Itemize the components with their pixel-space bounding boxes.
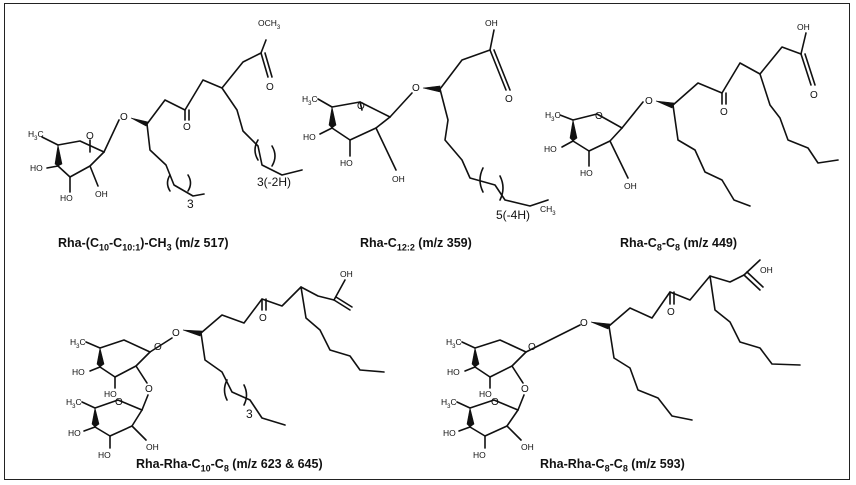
hydroxyl-label: OH [392, 174, 405, 184]
methyl-label: H3C [545, 110, 561, 123]
caption-structure-1: Rha-(C10-C10:1)-CH3 (m/z 517) [58, 236, 229, 253]
rhamnose-ring-4b [81, 394, 149, 449]
hydroxyl-label: HO [443, 428, 456, 438]
ring-oxygen: O [357, 101, 365, 112]
ring-oxygen: O [115, 397, 123, 408]
ring-oxygen: O [528, 342, 536, 353]
structure-2: H3C O HO HO OH O OH O 5(-4H) CH3 [302, 18, 556, 222]
hydroxyl-label: HO [30, 163, 43, 173]
ring-oxygen: O [86, 131, 94, 142]
glycosidic-oxygen: O [120, 112, 128, 123]
ketone-oxygen: O [183, 122, 191, 133]
caption-structure-2: Rha-C12:2 (m/z 359) [360, 236, 472, 253]
terminal-methyl: CH3 [540, 204, 556, 217]
ester-carbonyl-oxygen: O [266, 82, 274, 93]
acid-hydroxyl: OH [797, 22, 810, 32]
acid-carbonyl-oxygen: O [810, 90, 818, 101]
ring-oxygen: O [595, 111, 603, 122]
methyl-label: H3C [302, 94, 318, 107]
hydroxyl-label: HO [447, 367, 460, 377]
hydroxyl-label: HO [72, 367, 85, 377]
hydroxyl-label: OH [624, 181, 637, 191]
ester-group: OCH3 [258, 18, 281, 31]
hydroxyl-label: HO [98, 450, 111, 460]
hydroxyl-label: HO [68, 428, 81, 438]
repeat-count: 5(-4H) [496, 208, 530, 222]
rhamnose-ring-3 [559, 101, 644, 179]
acid-hydroxyl: OH [485, 18, 498, 28]
repeat-count: 3(-2H) [257, 175, 291, 189]
repeat-count: 3 [187, 197, 194, 211]
hydroxyl-label: OH [521, 442, 534, 452]
linking-oxygen: O [145, 384, 153, 395]
rhamnose-ring-1 [41, 119, 120, 193]
structure-5: H3C O HO HO O H3C O HO HO OH O O OH [441, 259, 801, 460]
rhamnose-ring-4a [85, 337, 173, 389]
linking-oxygen: O [521, 384, 529, 395]
methyl-label: H3C [66, 397, 82, 410]
caption-structure-3: Rha-C8-C8 (m/z 449) [620, 236, 738, 253]
structure-3: H3C O HO HO OH O O OH O [544, 22, 839, 207]
methyl-label: H3C [70, 337, 86, 350]
glycosidic-oxygen: O [412, 83, 420, 94]
hydroxyl-label: HO [104, 389, 117, 399]
hydroxyl-label: HO [340, 158, 353, 168]
glycosidic-oxygen: O [645, 96, 653, 107]
hydroxyl-label: HO [544, 144, 557, 154]
structure-1: H3C O HO HO OH O O O OCH3 3 3(-2H) [28, 18, 303, 211]
hydroxyl-label: HO [479, 389, 492, 399]
repeat-count: 3 [246, 407, 253, 421]
hydroxyl-label: HO [580, 168, 593, 178]
methyl-label: H3C [28, 129, 44, 142]
glycosidic-oxygen: O [172, 328, 180, 339]
ring-oxygen: O [154, 342, 162, 353]
hydroxyl-label: OH [146, 442, 159, 452]
acid-hydroxyl: OH [340, 269, 353, 279]
hydroxyl-label: OH [95, 189, 108, 199]
methyl-label: H3C [446, 337, 462, 350]
rhamnose-ring-2 [317, 92, 413, 171]
ring-oxygen: O [491, 397, 499, 408]
hydroxyl-label: HO [303, 132, 316, 142]
ketone-oxygen: O [667, 307, 675, 318]
glycosidic-oxygen: O [580, 318, 588, 329]
ketone-oxygen: O [259, 313, 267, 324]
acid-carbonyl-oxygen: O [505, 94, 513, 105]
ketone-oxygen: O [720, 107, 728, 118]
hydroxyl-label: HO [60, 193, 73, 203]
rhamnose-ring-5b [456, 394, 525, 449]
caption-structure-4: Rha-Rha-C10-C8 (m/z 623 & 645) [136, 457, 323, 474]
caption-structure-5: Rha-Rha-C8-C8 (m/z 593) [540, 457, 685, 474]
hydroxyl-label: HO [473, 450, 486, 460]
structure-4: H3C O HO HO O H3C O HO HO OH O O OH [66, 269, 385, 460]
rhamnose-ring-5a [461, 324, 581, 389]
acid-hydroxyl: OH [760, 265, 773, 275]
methyl-label: H3C [441, 397, 457, 410]
